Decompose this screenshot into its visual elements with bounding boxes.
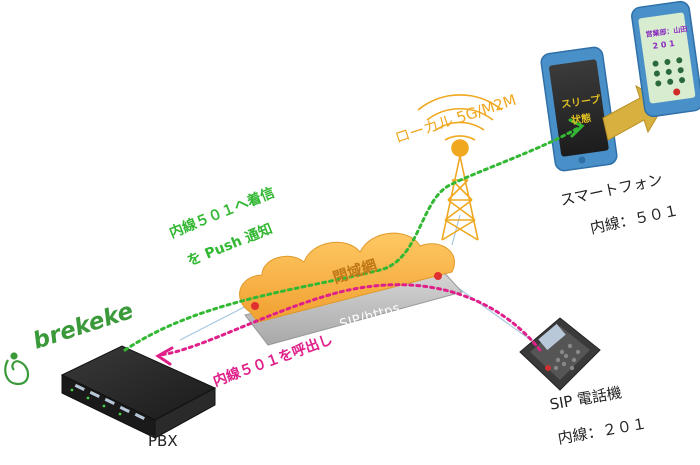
cloud-node-dot	[434, 272, 442, 280]
push-notification-flow	[123, 118, 585, 352]
call-flow	[155, 283, 542, 366]
pbx-server-icon	[60, 345, 217, 439]
smartphone-incoming-icon	[631, 0, 700, 118]
phone-sleep-status-line2: 状態	[570, 113, 592, 127]
sip-phone-icon	[519, 317, 601, 391]
brekeke-logo	[4, 352, 30, 386]
cloud-node-dot	[251, 302, 259, 310]
radio-tower-icon	[417, 94, 503, 241]
smartphone-sleep-icon	[540, 46, 618, 172]
pbx-label: PBX	[148, 432, 178, 450]
